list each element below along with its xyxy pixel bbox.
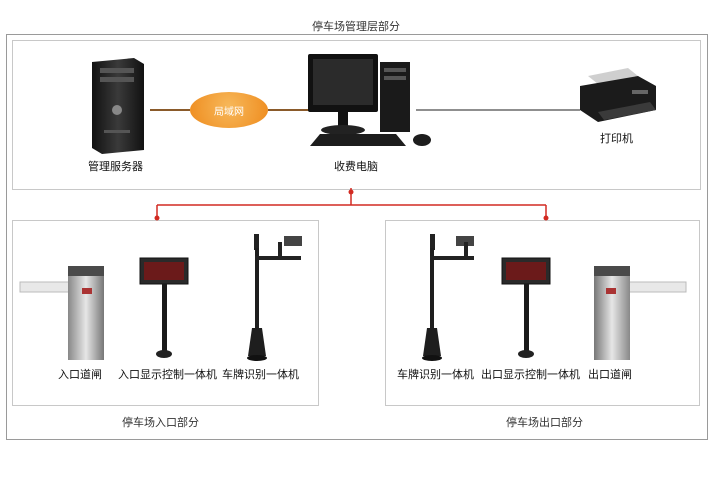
lan-hub-label: 局域网 (214, 106, 244, 118)
exit-barrier-label: 出口道闸 (588, 368, 632, 381)
server-tower-icon (92, 58, 144, 154)
printer-label: 打印机 (600, 132, 633, 145)
exit-barrier-icon (594, 266, 687, 360)
pc-label: 收费电脑 (334, 160, 378, 173)
entrance-panel (12, 220, 319, 406)
exit-camera-pole-icon (422, 234, 474, 361)
lan-hub: 局域网 (190, 92, 268, 128)
entrance-display-label: 入口显示控制一体机 (118, 368, 217, 381)
pc-icon (308, 54, 431, 146)
exit-display-label: 出口显示控制一体机 (481, 368, 580, 381)
outer-frame (6, 34, 708, 440)
exit-panel (385, 220, 700, 406)
management-panel (12, 40, 701, 190)
server-label: 管理服务器 (88, 160, 143, 173)
exit-display-icon (501, 257, 551, 358)
printer-icon (580, 68, 656, 122)
entrance-barrier-label: 入口道闸 (58, 368, 102, 381)
entrance-display-icon (139, 257, 189, 358)
entrance-camera-label: 车牌识别一体机 (222, 368, 299, 381)
exit-title: 停车场出口部分 (506, 416, 583, 429)
entrance-barrier-icon (19, 266, 104, 360)
exit-camera-label: 车牌识别一体机 (397, 368, 474, 381)
entrance-title: 停车场入口部分 (122, 416, 199, 429)
entrance-camera-pole-icon (247, 234, 302, 361)
management-title: 停车场管理层部分 (312, 20, 400, 33)
